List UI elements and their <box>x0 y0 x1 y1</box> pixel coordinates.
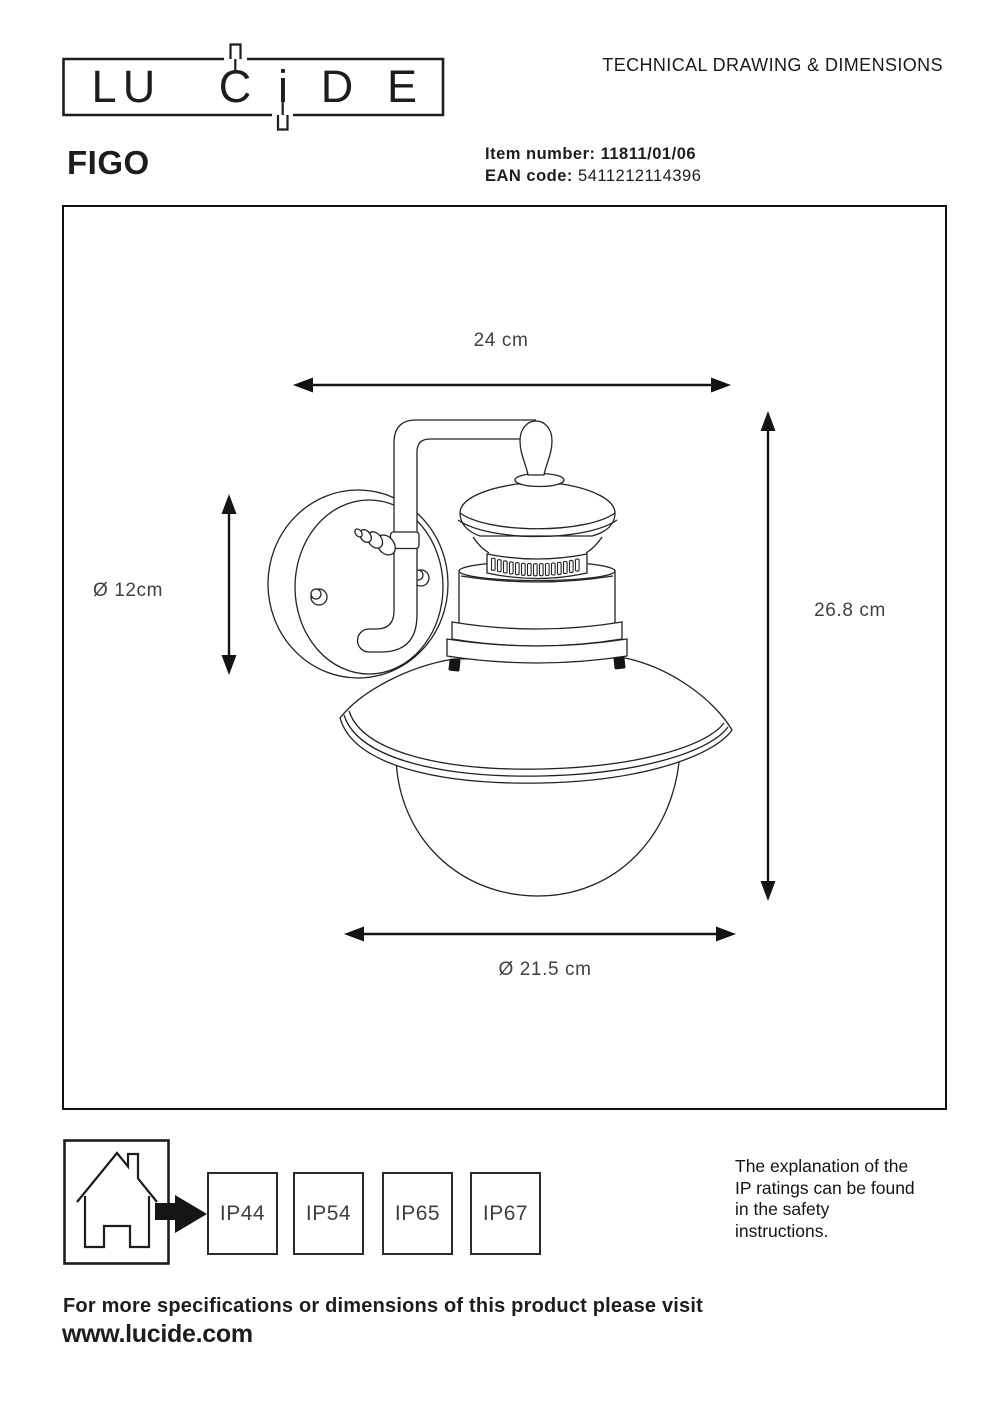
knob-disc <box>354 528 363 538</box>
item-number-label: Item number: <box>485 145 596 163</box>
logo-letter: C <box>219 61 252 112</box>
side-knob <box>354 528 396 556</box>
shade-rim-line <box>343 714 729 777</box>
ip-note-line: instructions. <box>735 1220 829 1241</box>
visit-text: For more specifications or dimensions of… <box>63 1295 703 1317</box>
finial-knob <box>519 420 553 476</box>
logo-top-tab <box>229 43 242 59</box>
collar-slats <box>490 557 580 577</box>
house-roof <box>76 1151 158 1203</box>
ip-rating-box: IP54 <box>293 1172 364 1255</box>
logo-bottom-tab <box>276 115 289 131</box>
doc-title: TECHNICAL DRAWING & DIMENSIONS <box>602 55 943 75</box>
house-pictogram <box>63 1139 207 1265</box>
dimension-arrows <box>221 377 776 942</box>
logo-letter: L <box>91 61 116 112</box>
shade <box>339 656 733 784</box>
shade-clip <box>613 656 626 670</box>
ip-rating-label: IP54 <box>305 1201 352 1225</box>
ip-rating-box: IP67 <box>470 1172 541 1255</box>
product-name: FIGO <box>67 144 150 181</box>
wall-plate-face <box>294 499 444 675</box>
logo-letter: U <box>123 61 156 112</box>
logo-letter: D <box>321 61 354 112</box>
ean-value: 5411212114396 <box>578 167 702 185</box>
bracket-arm <box>356 419 536 653</box>
dim-width-label: 24 cm <box>473 330 529 351</box>
ip-rating-box: IP44 <box>207 1172 278 1255</box>
glass-dome <box>395 749 681 897</box>
direction-arrow-icon <box>155 1195 207 1233</box>
pictogram-border <box>63 1139 170 1265</box>
shade-clip <box>448 658 461 672</box>
ean-label: EAN code: <box>485 167 573 185</box>
plate-screw-cap <box>310 588 322 600</box>
ip-rating-label: IP67 <box>482 1201 529 1225</box>
house-walls-door <box>83 1196 151 1249</box>
ip-note-line: The explanation of the <box>735 1156 909 1176</box>
lucide-logo: L U C i D E <box>62 43 445 131</box>
item-number-value: 11811/01/06 <box>600 145 697 163</box>
item-number-line: Item number: 11811/01/06 <box>485 143 701 165</box>
glass-dome-fill <box>396 750 680 896</box>
dim-height-label: 26.8 cm <box>814 600 886 621</box>
cap-lip-line <box>457 519 618 538</box>
item-info-block: Item number: 11811/01/06 EAN code: 54112… <box>485 143 701 187</box>
lamp-technical-drawing <box>221 377 776 942</box>
website-url: www.lucide.com <box>62 1320 253 1348</box>
cap-taper-line <box>585 536 603 554</box>
logo-letter: i <box>278 61 288 112</box>
ean-line: EAN code: 5411212114396 <box>485 165 701 187</box>
ip-rating-label: IP65 <box>394 1201 441 1225</box>
ip-note-line: IP ratings can be found <box>735 1177 915 1198</box>
dim-backplate-label: Ø 12cm <box>92 580 164 601</box>
drawing-frame: 24 cm 26.8 cm Ø 12cm Ø 21.5 cm <box>62 205 947 1110</box>
base-ring-lower <box>446 638 628 664</box>
knob-disc <box>359 529 372 543</box>
cap-taper-line <box>472 536 490 554</box>
dim-shade-label: Ø 21.5 cm <box>498 959 592 980</box>
ip-rating-box: IP65 <box>382 1172 453 1255</box>
logo-border <box>62 57 445 117</box>
ip-note: The explanation of the IP ratings can be… <box>735 1156 975 1242</box>
logo-letter: E <box>387 61 417 112</box>
body-rim-inner-line <box>460 575 614 583</box>
ip-note-line: in the safety <box>735 1199 830 1219</box>
cap-lip-line <box>459 512 616 530</box>
shade-rim-line <box>348 710 725 770</box>
ip-rating-label: IP44 <box>219 1201 266 1225</box>
dome-cap <box>459 483 616 537</box>
